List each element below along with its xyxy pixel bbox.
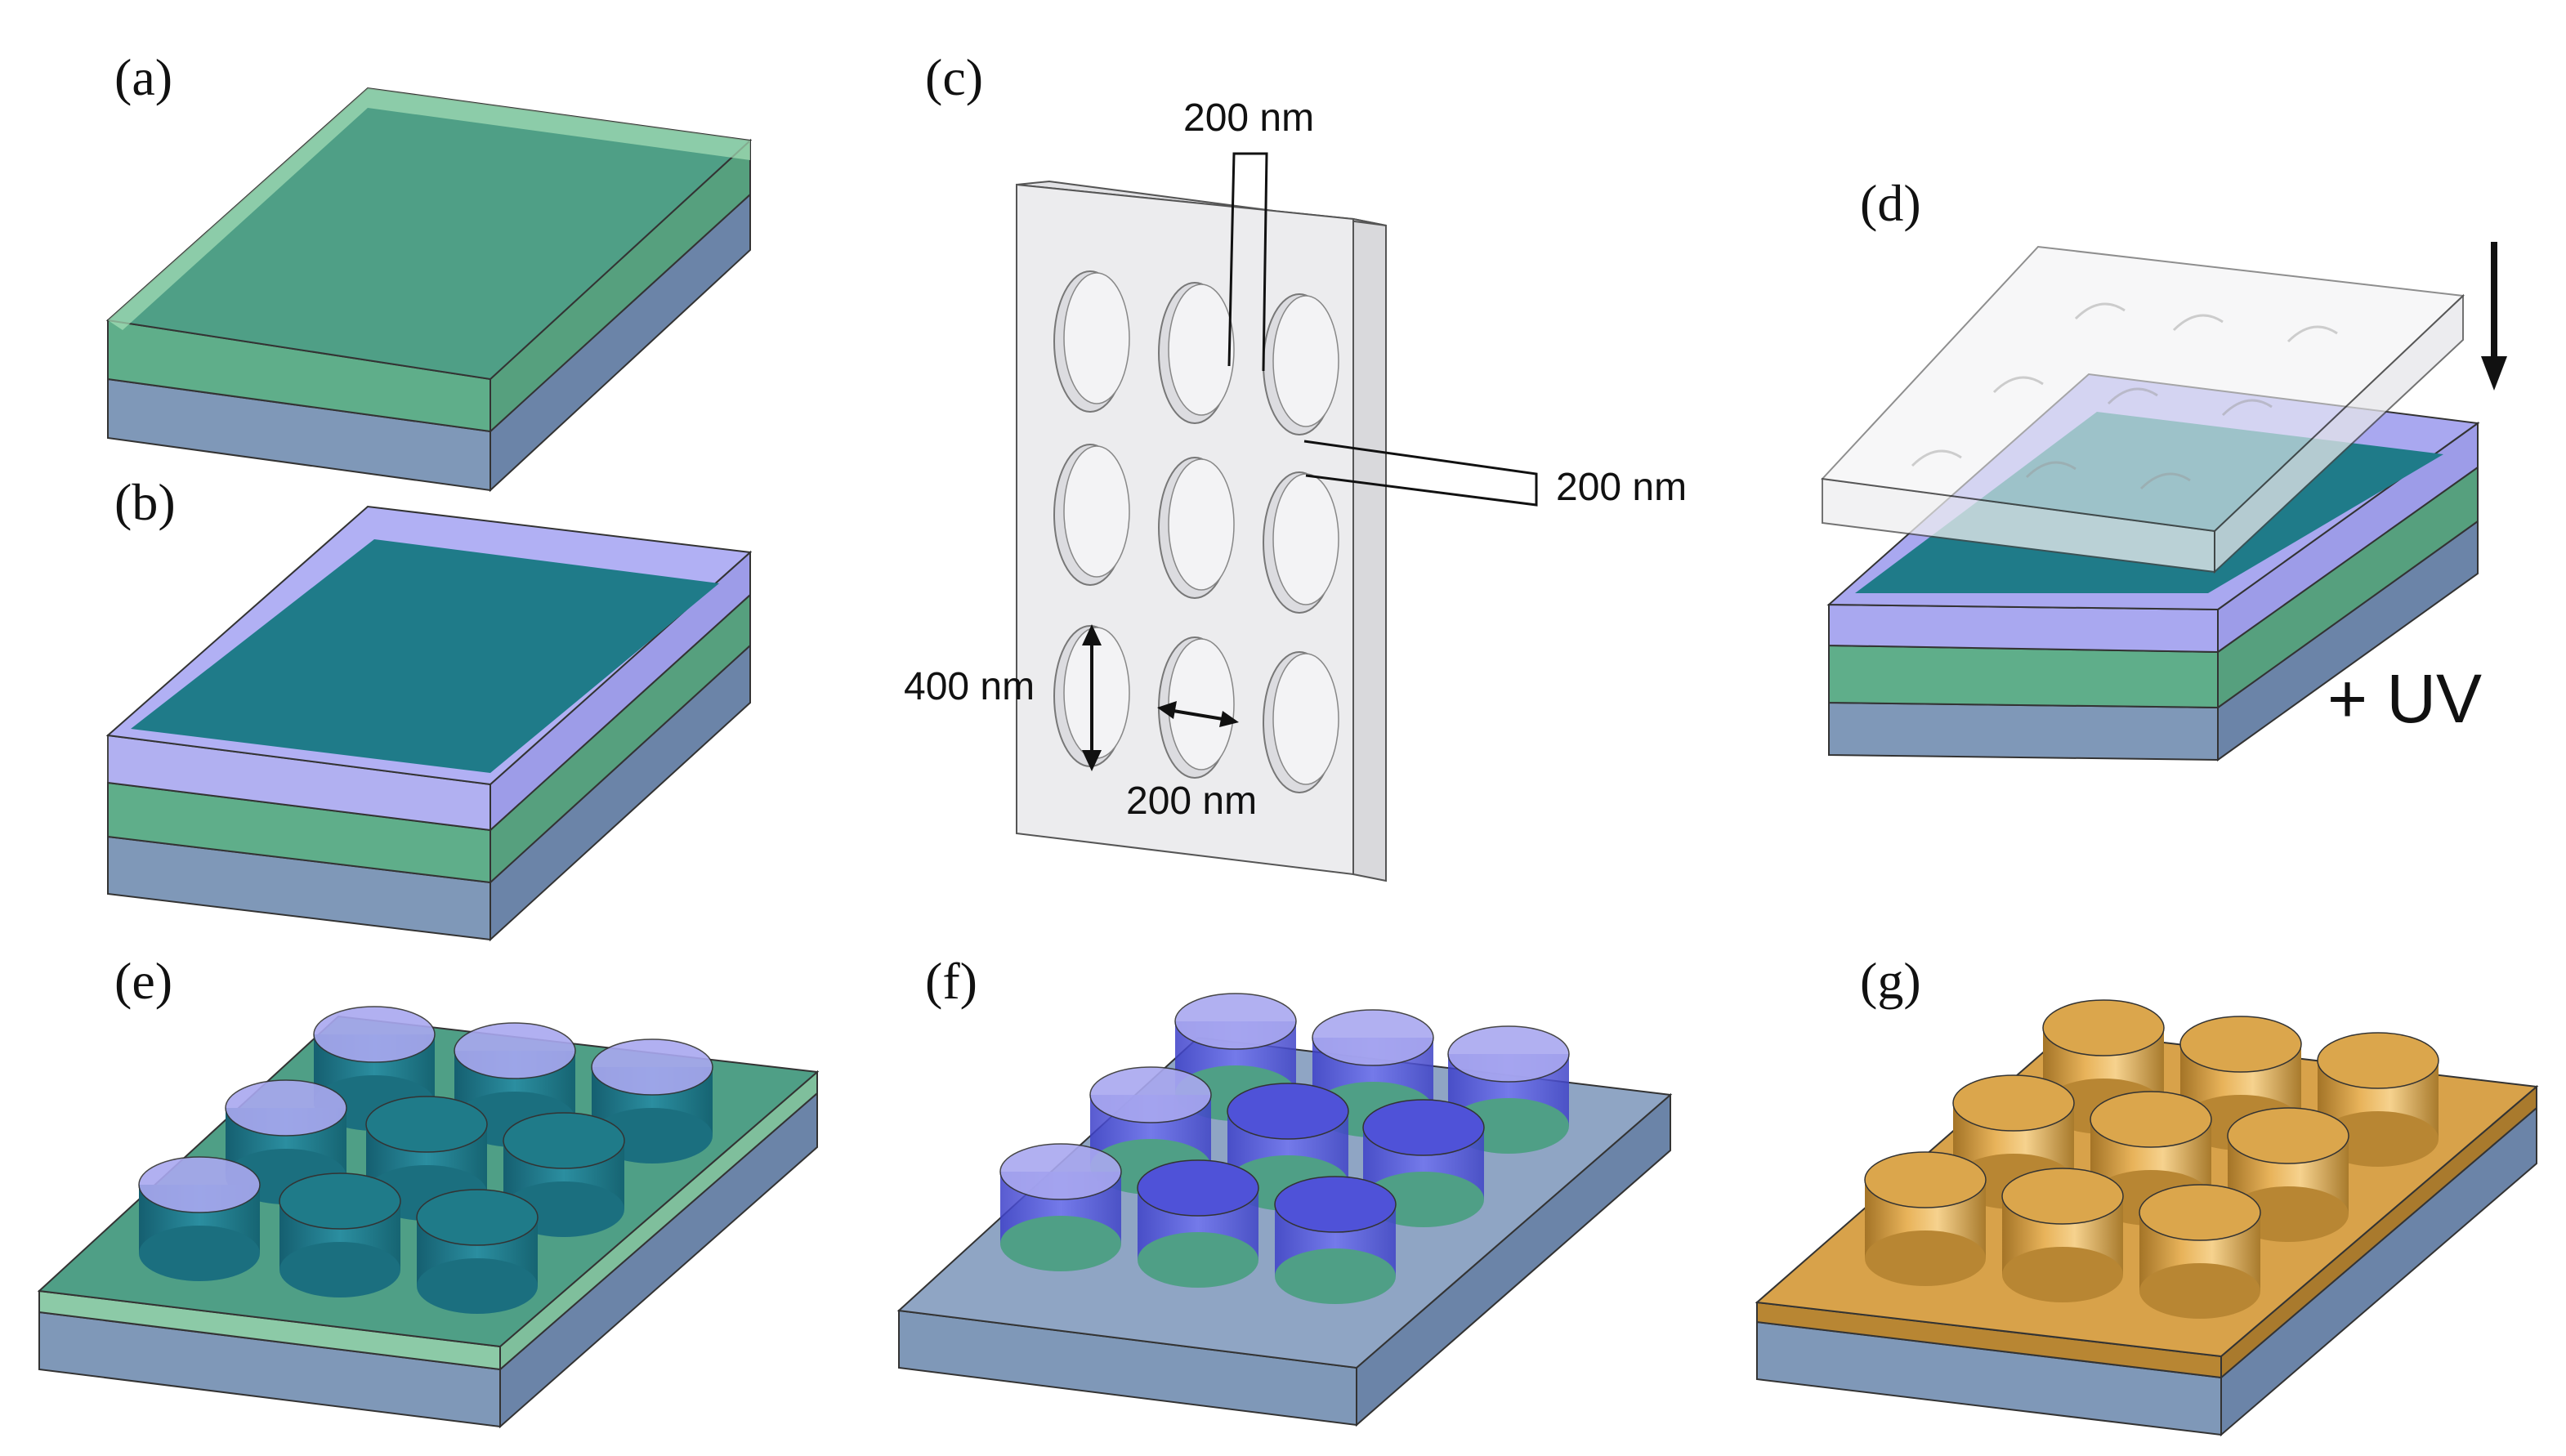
mold-hole [1911,449,1962,467]
panel-f-pillars [999,993,1570,1304]
panel-c-dim-width: 200 nm [1126,779,1257,823]
pillar [138,1156,261,1281]
panel-e-pillars [138,1006,713,1314]
pillar [1274,1176,1397,1304]
panel-e-label: (e) [114,952,172,1010]
pillar [2001,1168,2124,1302]
pillar [279,1172,401,1297]
panel-d-green-front [1828,644,2219,709]
pillar [1447,1025,1570,1154]
panel-c-top-callout [1227,152,1268,372]
panel-d: (d) + UV [1820,174,2507,761]
panel-c-dim-top: 200 nm [1183,96,1314,140]
panel-c-height-arrowhead-bottom [1082,750,1102,771]
hole [1263,471,1339,614]
hole [1053,625,1130,767]
pillar [999,1143,1122,1271]
panel-e: (e) [37,952,820,1429]
hole [1158,457,1235,599]
pillar [2227,1107,2349,1242]
panel-a: (a) [105,48,753,493]
pillar [1864,1151,1987,1286]
hole [1158,636,1235,779]
mold-hole [1992,376,2044,394]
hole [1053,270,1130,413]
panel-c-dim-height: 400 nm [904,665,1035,708]
mold-hole [2221,399,2273,417]
mold-hole [2074,302,2126,320]
panel-c-right-callout [1303,440,1538,507]
panel-g-pillars [1864,999,2439,1319]
panel-f-label: (f) [925,952,977,1010]
panel-d-label: (d) [1860,174,1921,232]
panel-f: (f) [896,952,1673,1427]
mold-hole [2139,472,2191,490]
panel-a-green-rim [108,88,750,330]
pillar [1362,1099,1485,1227]
panel-c-label: (c) [925,48,983,106]
panel-g-label: (g) [1860,952,1921,1010]
panel-a-label: (a) [114,48,172,106]
mold-hole [2172,314,2224,332]
panel-c-width-arrowhead-left [1157,701,1177,719]
panel-b-label: (b) [114,473,176,531]
hole [1263,651,1339,793]
panel-d-substrate-front [1828,701,2219,761]
panel-c-mold-side [1352,217,1387,882]
panel-g: (g) [1755,952,2539,1437]
pillar [2139,1184,2261,1319]
panel-c: (c) 200 nm 200 nm 400 nm 2 [904,48,1687,882]
panel-c-holes [1053,270,1339,793]
hole [1053,444,1130,586]
panel-d-down-arrowhead [2481,356,2507,391]
panel-c-height-arrowhead-top [1082,624,1102,645]
panel-d-mold-holes [1911,302,2338,490]
panel-b: (b) [105,473,753,942]
panel-d-mold-top [1820,245,2465,533]
panel-c-width-arrow [1163,708,1233,722]
pillar [1137,1159,1259,1288]
panel-d-resist-front [1828,603,2219,654]
hole [1158,282,1235,424]
panel-d-uv-label: + UV [2327,660,2482,737]
pillar [416,1189,539,1314]
panel-c-dim-right: 200 nm [1556,466,1687,509]
mold-hole [2025,461,2076,479]
mold-hole [2287,325,2338,343]
mold-hole [2107,387,2158,405]
hole [1263,293,1339,435]
panel-c-width-arrowhead-right [1219,711,1239,727]
panel-b-teal-core [131,539,719,773]
